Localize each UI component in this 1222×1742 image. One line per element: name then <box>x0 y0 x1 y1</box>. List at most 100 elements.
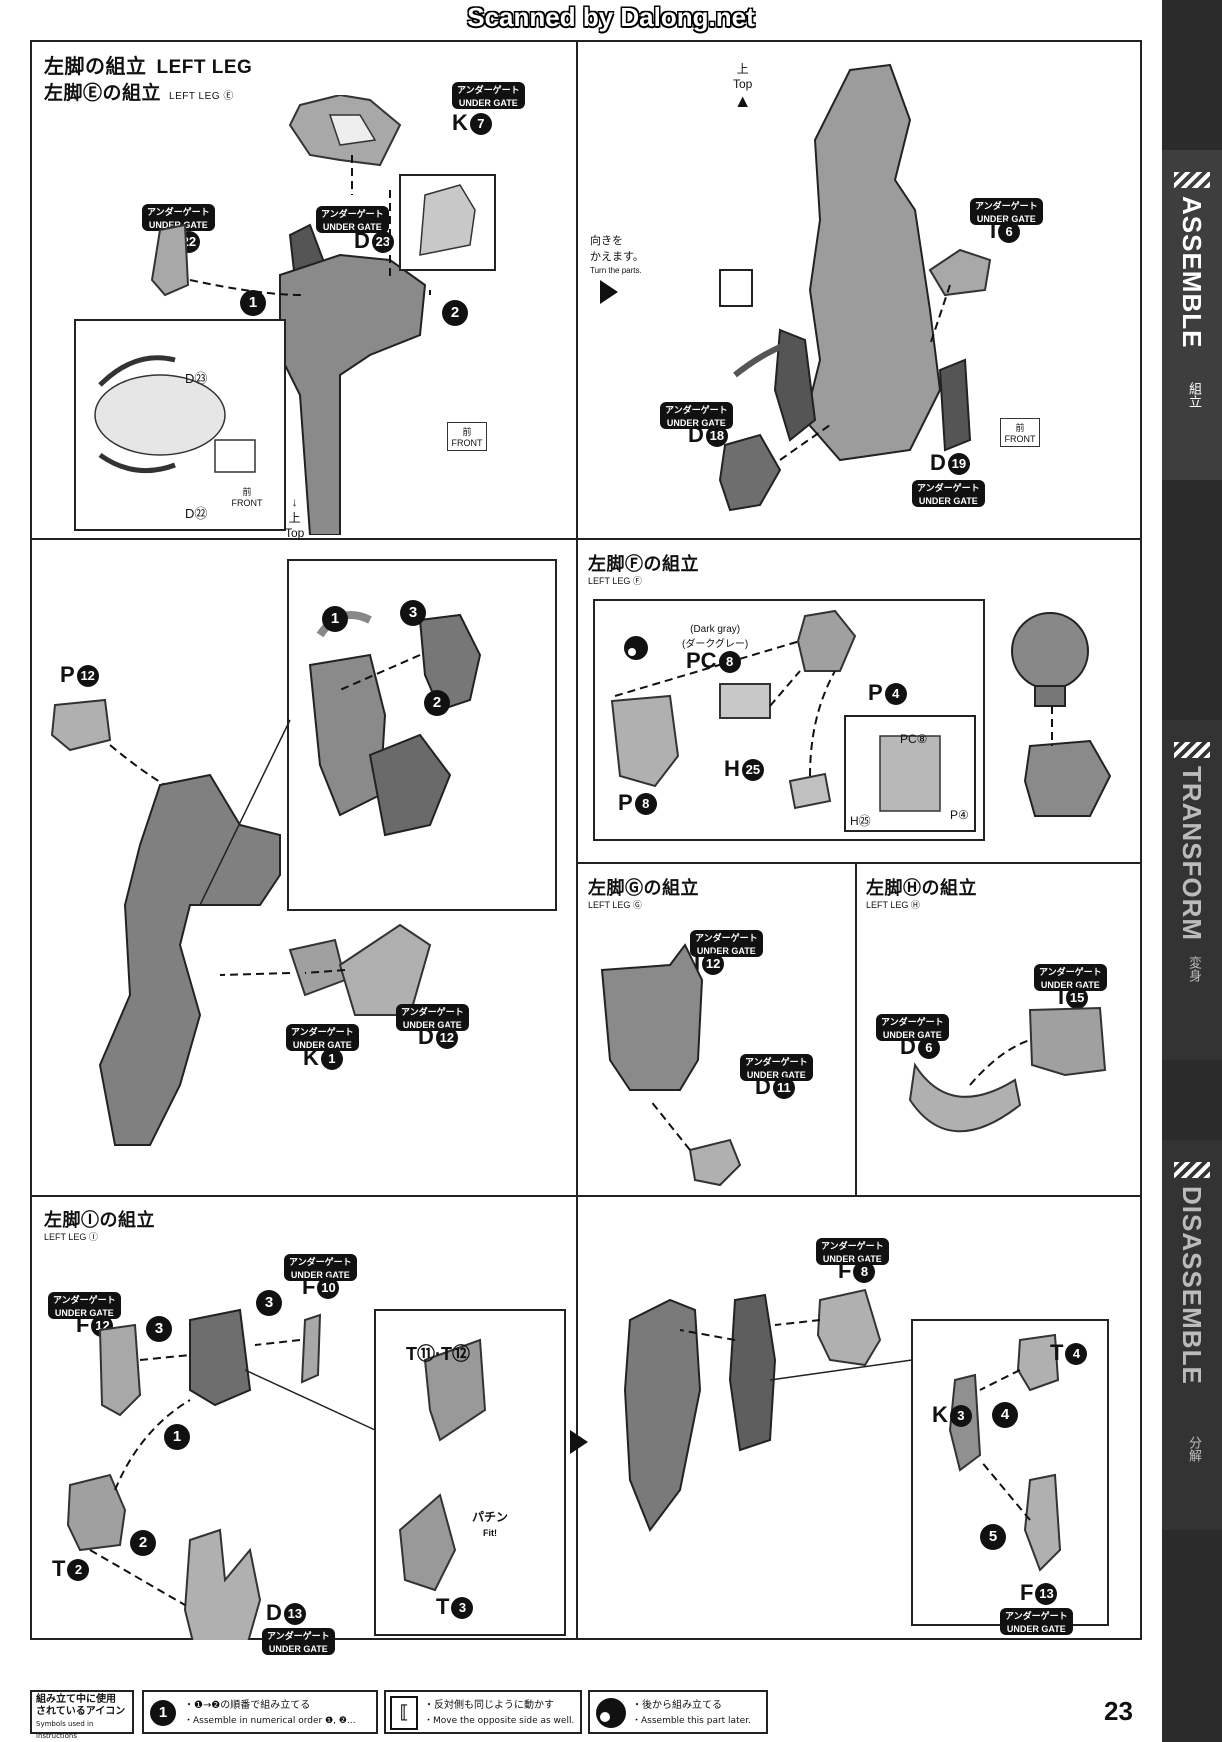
tab-label-disassemble-jp: 分解 <box>1186 1436 1201 1462</box>
inset-label-pc8: PC⑧ <box>900 732 928 746</box>
turn-parts-note: 向きをかえます。Turn the parts. <box>590 235 644 275</box>
section-title-left-leg-i: 左脚Ⓘの組立 <box>44 1210 155 1231</box>
section-title-left-leg-f: 左脚Ⓕの組立 <box>588 554 699 575</box>
left-leg-e-illustration <box>74 95 496 535</box>
left-leg-e-assembled-illustration <box>718 63 992 512</box>
sidebar-tab-transform: TRANSFORM 変身 <box>1162 720 1222 1060</box>
left-leg-g-illustration <box>600 943 742 1187</box>
tab-label-assemble: ASSEMBLE <box>1177 196 1207 349</box>
inset-label-d22: D㉒ <box>185 506 208 521</box>
part-code-t11-t12: T⑪·T⑫ <box>406 1344 470 1364</box>
inset-label-d23: D㉓ <box>185 371 208 386</box>
step-order-icon: 1 <box>150 1700 176 1726</box>
next-arrow <box>570 1430 588 1454</box>
assemble-later-icon <box>596 1698 626 1728</box>
section-title-left-leg-g: 左脚Ⓖの組立 <box>588 878 699 899</box>
step-4-badge: 4 <box>992 1402 1018 1428</box>
step-2-badge: 2 <box>424 690 450 716</box>
divider <box>576 40 578 538</box>
color-note-dark-gray: (Dark gray)(ダークグレー) <box>682 624 749 650</box>
instruction-frame <box>30 40 1142 1640</box>
left-leg-i-illustration <box>66 1308 566 1640</box>
inset-label-p4: P④ <box>950 808 969 822</box>
section-subtitle-left-leg-g: LEFT LEG Ⓖ <box>588 900 642 910</box>
inset-label-h25: H㉕ <box>850 814 871 828</box>
tab-label-assemble-jp: 組立 <box>1186 382 1201 408</box>
sidebar-tab-assemble: ASSEMBLE 組立 <box>1162 150 1222 480</box>
tab-label-disassemble: DISASSEMBLE <box>1177 1186 1207 1385</box>
legend-item-order: 1 ・❶→❷の順番で組み立てる・Assemble in numerical or… <box>142 1690 378 1734</box>
step-3-badge: 3 <box>146 1316 172 1342</box>
tab-label-transform-jp: 変身 <box>1186 956 1201 982</box>
divider <box>30 1195 1142 1197</box>
divider <box>576 1195 578 1640</box>
step-1-badge: 1 <box>240 290 266 316</box>
left-leg-i-assembled-illustration <box>623 1288 1109 1626</box>
step-1-badge: 1 <box>164 1424 190 1450</box>
left-leg-h-illustration <box>908 1006 1107 1133</box>
divider <box>30 538 1142 540</box>
tab-label-transform: TRANSFORM <box>1177 766 1207 942</box>
divider <box>576 538 578 1195</box>
page-number: 23 <box>1104 1696 1133 1726</box>
section-subtitle-left-leg-i: LEFT LEG Ⓘ <box>44 1232 98 1242</box>
section-title-left-leg-h: 左脚Ⓗの組立 <box>866 878 977 899</box>
section-subtitle-left-leg-f: LEFT LEG Ⓕ <box>588 576 642 586</box>
divider <box>576 862 1142 864</box>
divider <box>855 862 857 1195</box>
step-2-badge: 2 <box>130 1530 156 1556</box>
step-3-badge: 3 <box>256 1290 282 1316</box>
step-2-badge: 2 <box>442 300 468 326</box>
step-1-badge: 1 <box>322 606 348 632</box>
step-3-badge: 3 <box>400 600 426 626</box>
step-5-badge: 5 <box>980 1524 1006 1550</box>
left-leg-assembly-illustration <box>50 559 557 1146</box>
legend-item-opposite: ⟦ ・反対側も同じように動かす・Move the opposite side a… <box>384 1690 582 1734</box>
